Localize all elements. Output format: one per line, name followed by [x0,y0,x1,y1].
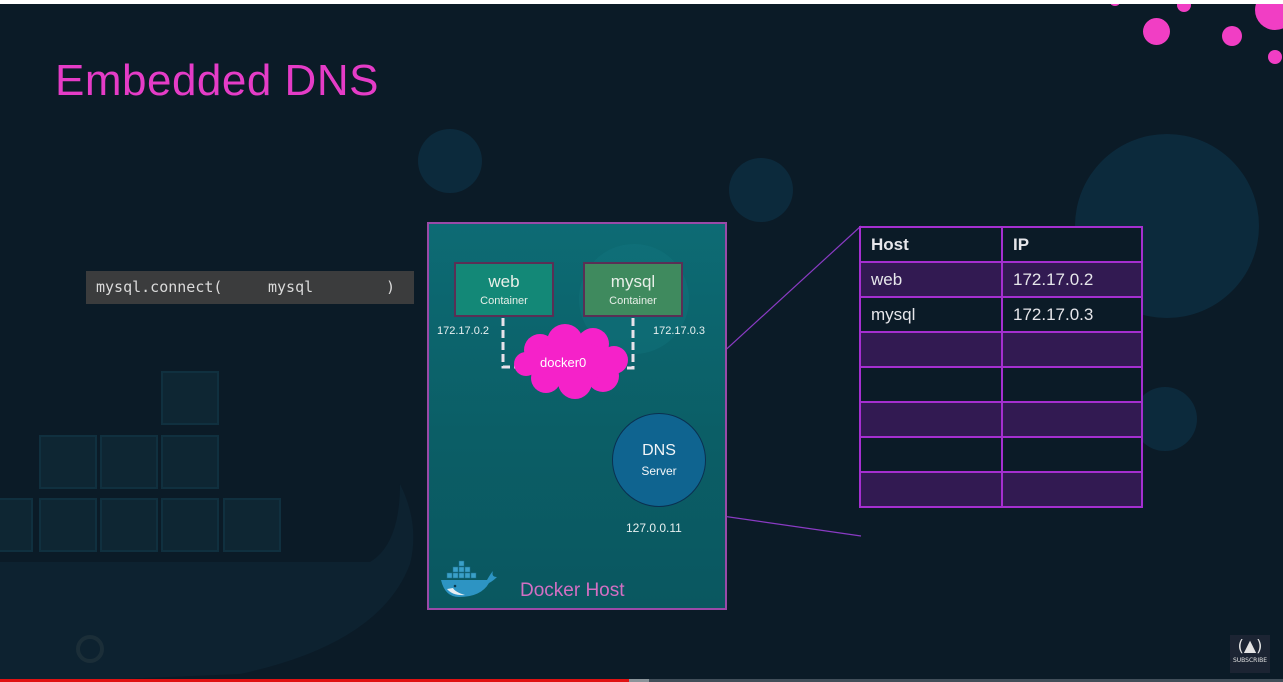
cell-ip [1001,331,1143,368]
cell-host: mysql [859,296,1003,333]
dns-ip: 127.0.0.11 [626,521,682,535]
table-row [859,401,1143,438]
decor-dot [1268,50,1282,64]
table-row: mysql 172.17.0.3 [859,296,1143,333]
subscribe-button[interactable]: (▲) SUBSCRIBE [1230,635,1270,673]
progress-buffered [628,679,650,682]
code-snippet: mysql.connect( mysql ) [86,271,414,304]
docker-host-label: Docker Host [520,580,625,601]
web-ip: 172.17.0.2 [437,325,489,337]
mysql-container: mysql Container [583,262,683,317]
cell-ip [1001,366,1143,403]
dns-title: DNS [642,442,676,459]
dns-server: DNS Server [612,413,706,507]
table-row: web 172.17.0.2 [859,261,1143,298]
progress-played [0,679,629,682]
container-name: mysql [610,272,656,291]
decor-dot [1110,4,1120,6]
decor-dot [1222,26,1242,46]
cell-host [859,436,1003,473]
header-host: Host [859,226,1003,263]
header-ip: IP [1001,226,1143,263]
cell-host [859,471,1003,508]
dns-records-table: Host IP web 172.17.0.2 mysql 172.17.0.3 [859,226,1143,508]
cell-host [859,331,1003,368]
cell-host: web [859,261,1003,298]
decor-dot [1143,18,1170,45]
mysql-ip: 172.17.0.3 [653,325,705,337]
container-name: web [488,272,520,291]
web-container: web Container [454,262,554,317]
cell-ip: 172.17.0.2 [1001,261,1143,298]
docker-whale-icon [441,560,497,597]
cell-host [859,366,1003,403]
cell-ip [1001,401,1143,438]
decor-dot [1177,4,1191,12]
cloud-icon [514,324,628,399]
table-row [859,331,1143,368]
cell-ip [1001,471,1143,508]
table-row [859,366,1143,403]
cell-host [859,401,1003,438]
container-type: Container [609,295,657,307]
cell-ip: 172.17.0.3 [1001,296,1143,333]
code-prefix: mysql.connect( [96,278,223,296]
freecodecamp-flame-icon: (▲) [1237,636,1263,655]
table-row [859,436,1143,473]
dns-subtitle: Server [641,464,677,478]
cell-ip [1001,436,1143,473]
bg-circle [729,158,793,222]
bg-circle [418,129,482,193]
docker-whale-bg-icon [0,371,414,682]
slide: Embedded DNS mysql.connect( mysql ) web … [0,4,1283,682]
container-type: Container [480,295,528,307]
video-progress-bar[interactable] [0,679,1283,682]
bg-circle [1133,387,1197,451]
docker0-bridge [501,318,635,399]
table-row [859,471,1143,508]
docker0-label: docker0 [540,355,587,370]
code-suffix: ) [386,278,396,296]
table-header-row: Host IP [859,226,1143,263]
slide-title: Embedded DNS [55,56,379,105]
subscribe-label: SUBSCRIBE [1232,657,1268,664]
code-argument: mysql [268,278,314,296]
